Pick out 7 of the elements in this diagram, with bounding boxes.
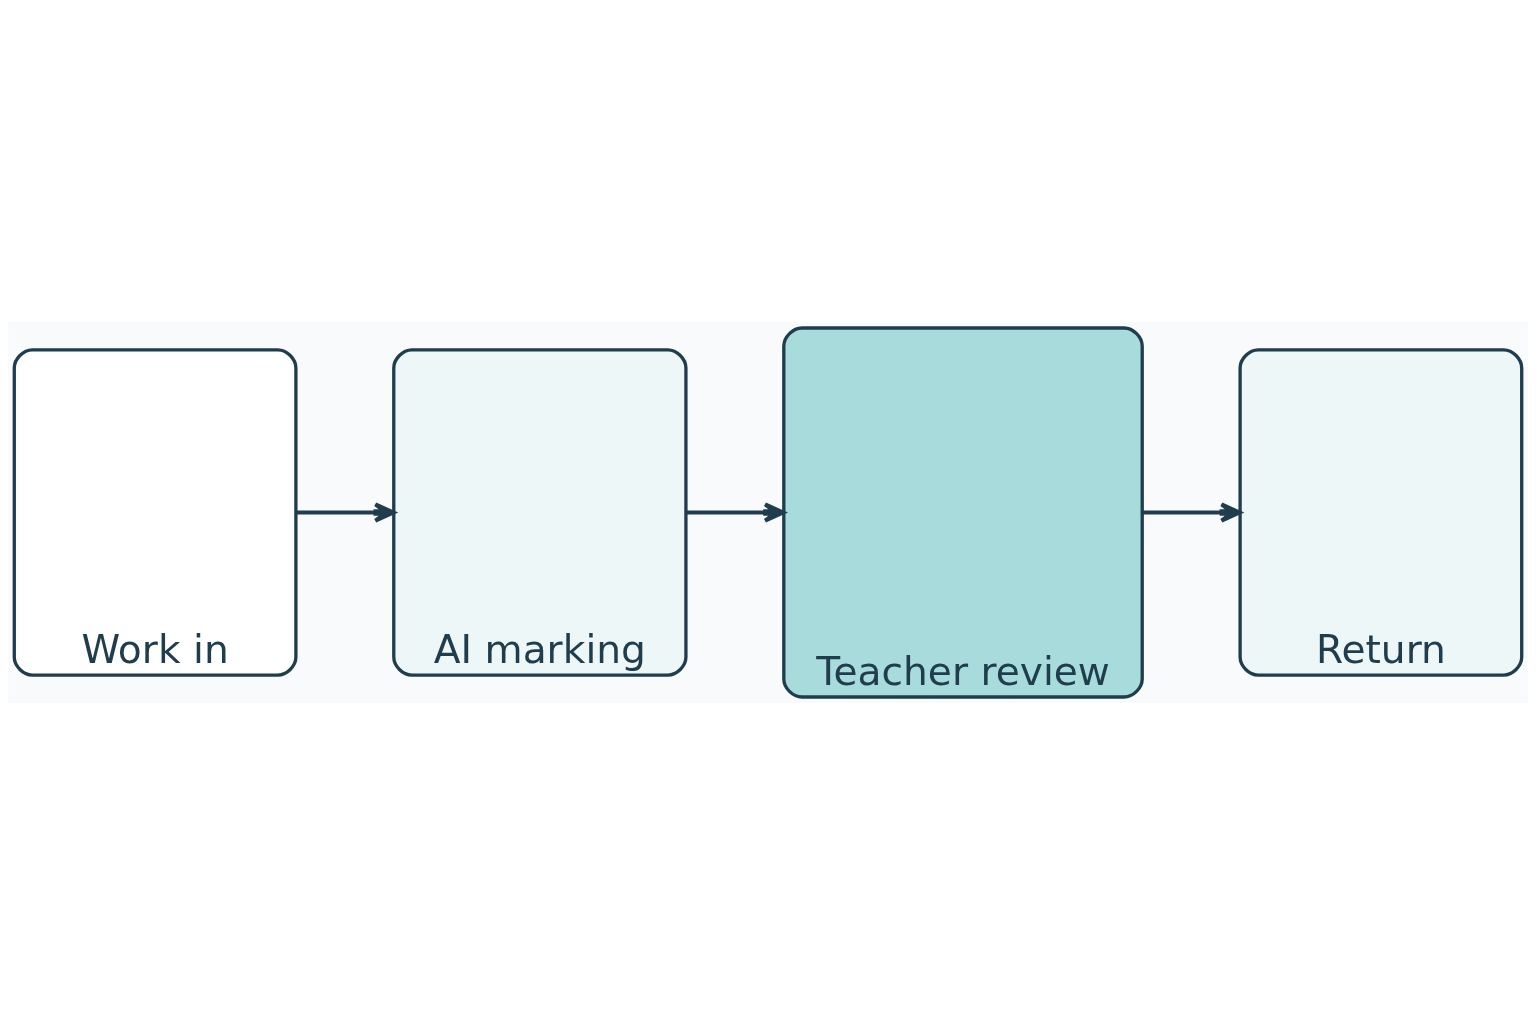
node-box: Teacher review <box>782 325 1144 699</box>
arrow <box>1142 501 1242 523</box>
node-box: AI marking <box>392 347 688 677</box>
node-box: Return <box>1238 347 1524 677</box>
arrow <box>685 501 786 523</box>
arrow <box>296 501 396 523</box>
node-box: Work in <box>12 347 298 677</box>
